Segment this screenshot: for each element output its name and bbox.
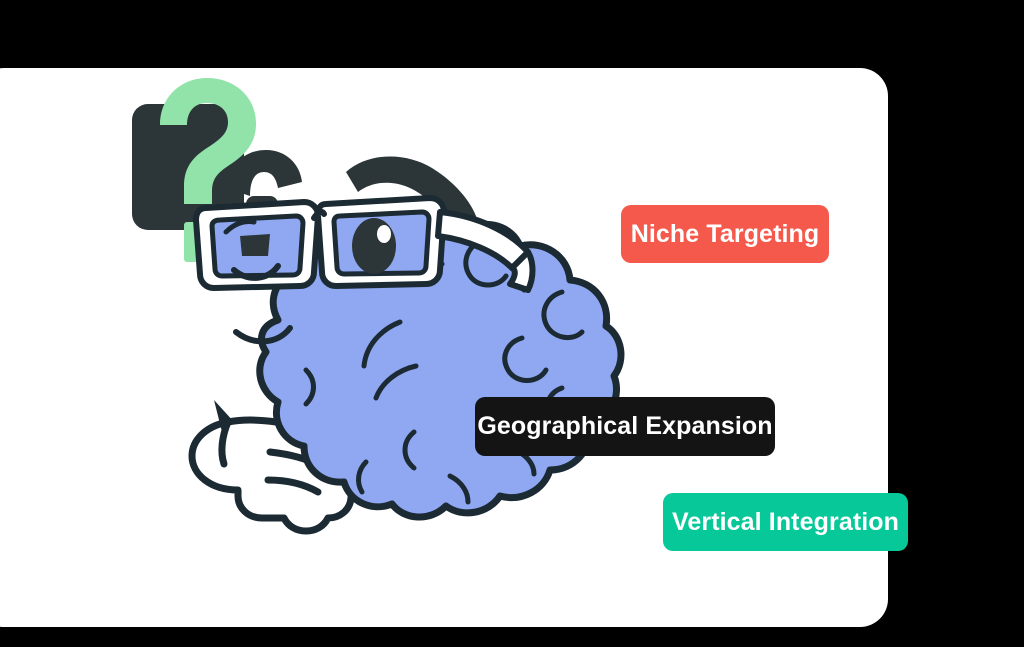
option-button-vertical-integration[interactable]: Vertical Integration: [663, 493, 908, 551]
option-button-niche-targeting[interactable]: Niche Targeting: [621, 205, 829, 263]
option-button-geographical-expansion[interactable]: Geographical Expansion: [475, 397, 775, 456]
